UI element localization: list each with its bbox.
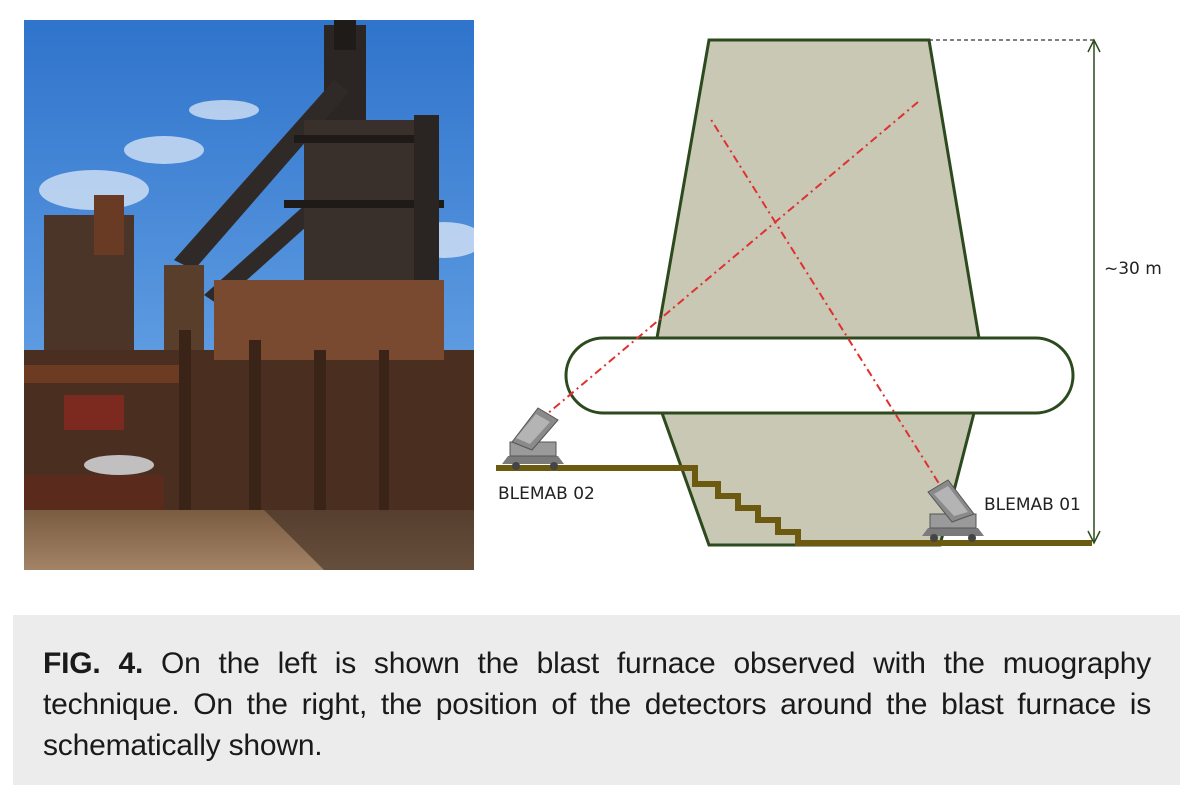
blast-furnace-photo	[24, 20, 474, 570]
muon-ray-from-blemab-02	[539, 101, 919, 421]
caption-box: FIG. 4. On the left is shown the blast f…	[13, 615, 1180, 785]
height-label: ~30 m	[1104, 259, 1162, 279]
figure-caption: FIG. 4. On the left is shown the blast f…	[43, 643, 1151, 766]
caption-text: On the left is shown the blast furnace o…	[43, 647, 1151, 762]
ground-line	[496, 465, 1092, 546]
detector-blemab-02	[502, 407, 564, 470]
muon-ray-from-blemab-01	[709, 117, 949, 499]
height-dimension-arrow	[1087, 38, 1101, 545]
furnace-lower-body	[659, 411, 976, 547]
muon-ray-paths	[539, 101, 949, 499]
blemab-01-label: BLEMAB 01	[984, 495, 1081, 515]
furnace-ring	[564, 336, 1075, 415]
furnace-structure	[24, 20, 474, 520]
blemab-02-label: BLEMAB 02	[498, 484, 595, 504]
figure-label: FIG. 4.	[43, 647, 144, 680]
detector-blemab-01	[922, 479, 984, 542]
furnace-upper-body	[655, 38, 981, 340]
detector-schematic: ~30 m BLEMAB 02 BLEMAB 01	[496, 38, 1162, 547]
shadow	[264, 510, 474, 570]
